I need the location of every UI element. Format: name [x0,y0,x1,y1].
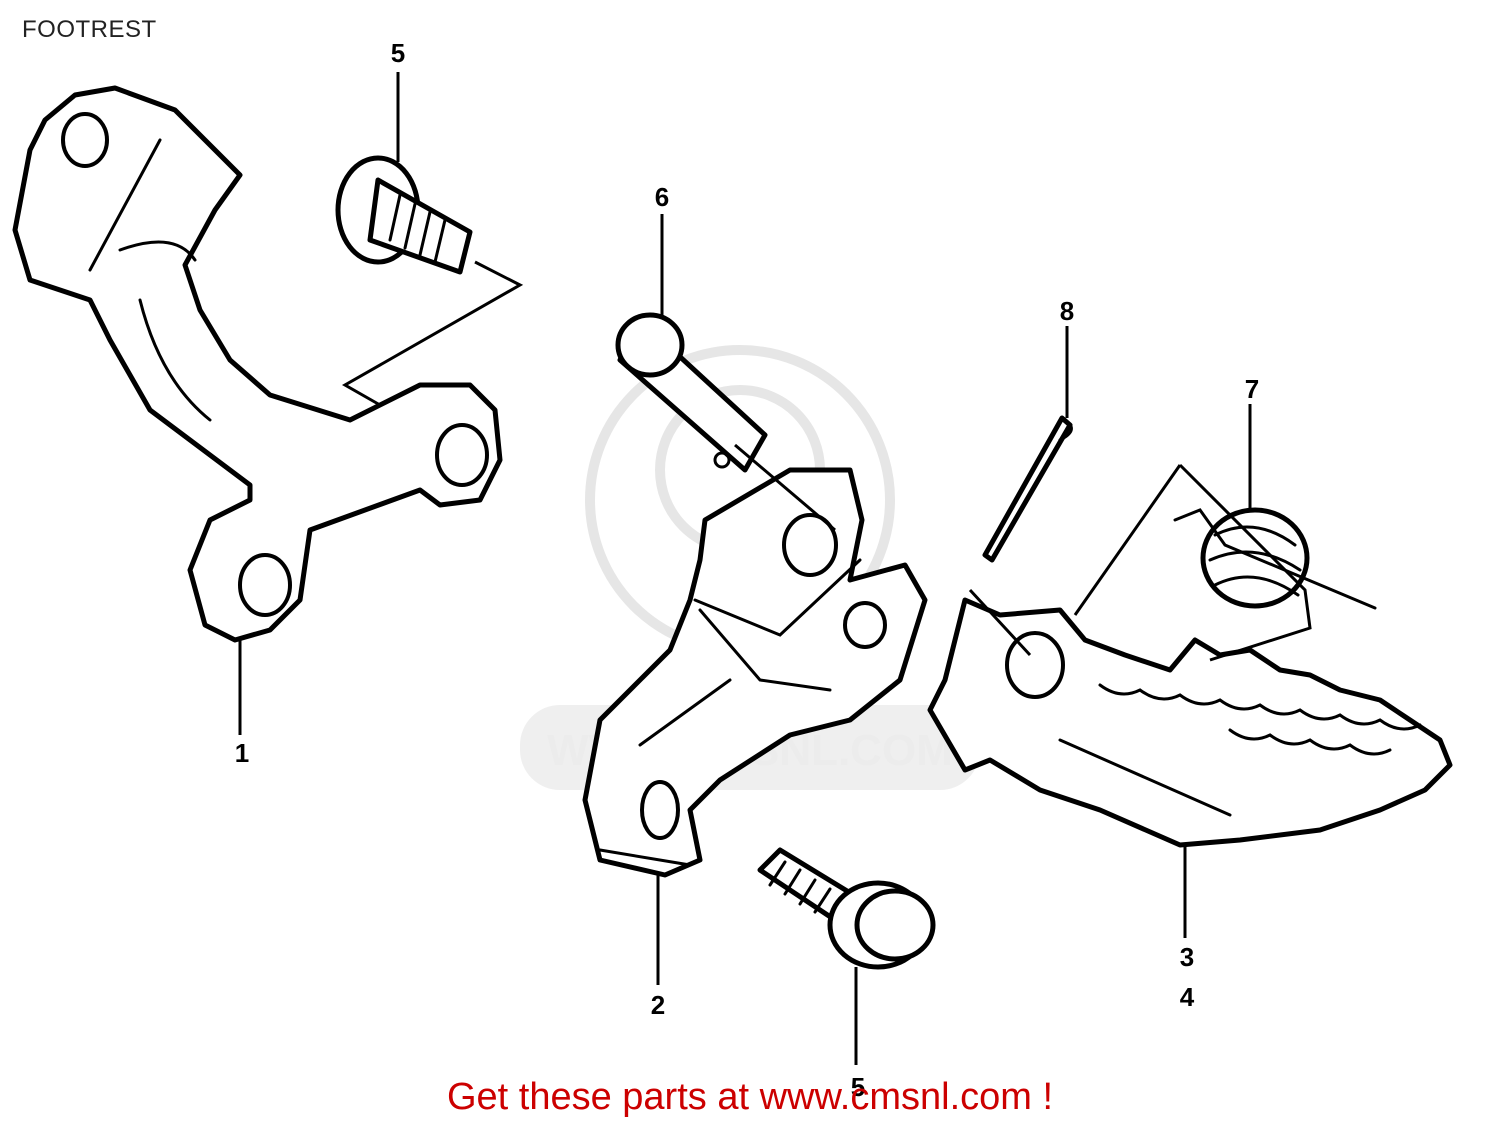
callout-label-7: 7 [1245,374,1259,404]
callout-label-4: 4 [1180,982,1195,1012]
part-8-cotter-pin [982,415,1073,563]
callout-label-3: 3 [1180,942,1194,972]
callout-label-5-bottom: 5 [851,1072,865,1102]
part-6-pin [615,312,768,473]
page-title: FOOTREST [22,16,157,43]
callout-label-5-top: 5 [391,38,405,68]
callout-label-6: 6 [655,182,669,212]
footer-parts-link[interactable]: Get these parts at www.cmsnl.com ! [446,1076,1054,1118]
callout-lines [238,72,1252,1065]
part-5-bottom-bolt [757,847,936,970]
callout-label-8: 8 [1060,296,1074,326]
part-2-holder [582,467,928,878]
part-3-foot-peg [927,597,1453,848]
assembly-lines [341,260,1312,662]
part-1-bracket [12,85,503,643]
part-7-spring [1173,507,1377,610]
callout-label-1: 1 [235,738,249,768]
callout-label-2: 2 [651,990,665,1020]
part-5-top-bolt [335,155,473,275]
